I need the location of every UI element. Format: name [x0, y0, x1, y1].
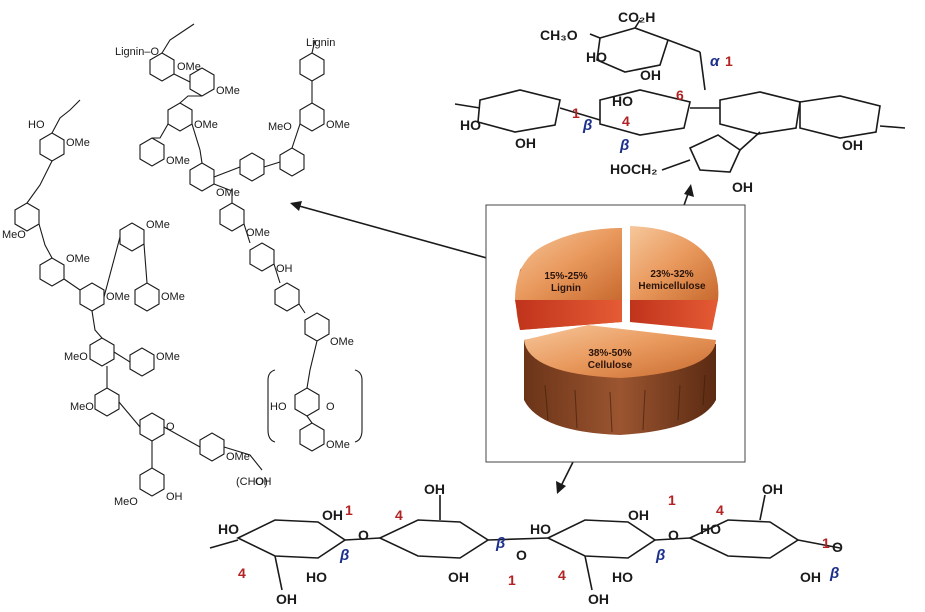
- ho-label: HO: [530, 521, 551, 537]
- ome-label: OMe: [330, 336, 354, 348]
- lignin-ref-label: Lignin: [306, 37, 335, 49]
- hemicellulose-percent: 23%-32%: [650, 269, 693, 280]
- oh-label: OH: [322, 507, 343, 523]
- position-number: 1: [822, 535, 830, 551]
- beta-label: β: [339, 547, 349, 564]
- ho-label: HO: [306, 569, 327, 585]
- pie-chart: 15%-25% Lignin 23%-32% Hemicellulose 38%…: [515, 226, 719, 435]
- position-number: 1: [508, 572, 516, 588]
- oh-label: OH: [628, 507, 649, 523]
- hoch2-label: HOCH₂: [610, 161, 657, 177]
- position-number: 4: [238, 565, 246, 581]
- ch3o-label: CH₃O: [540, 27, 578, 43]
- pie-slice-cellulose: [524, 325, 716, 435]
- o-label: O: [832, 539, 843, 555]
- o-label: O: [326, 401, 335, 413]
- position-number: 6: [676, 87, 684, 103]
- oh-label: OH: [515, 135, 536, 151]
- oh-label: OH: [762, 481, 783, 497]
- ho-label: HO: [700, 521, 721, 537]
- ome-label: OMe: [66, 253, 90, 265]
- meo-label: MeO: [64, 351, 88, 363]
- ome-label: OMe: [216, 187, 240, 199]
- o-label: O: [166, 421, 175, 433]
- position-number: 1: [725, 53, 733, 69]
- lignin-name: Lignin: [551, 283, 581, 294]
- cho-label: (CHO): [236, 476, 268, 488]
- beta-label: β: [829, 565, 839, 582]
- ome-label: OMe: [194, 119, 218, 131]
- ho-label: HO: [612, 569, 633, 585]
- ho-label: HO: [586, 49, 607, 65]
- oh-label: OH: [448, 569, 469, 585]
- position-number: 4: [622, 113, 630, 129]
- o-label: O: [358, 527, 369, 543]
- oh-label: OH: [276, 591, 297, 607]
- pie-slice-hemicellulose: [630, 226, 719, 330]
- oh-label: OH: [424, 481, 445, 497]
- ome-label: OMe: [326, 439, 350, 451]
- meo-label: MeO: [2, 229, 26, 241]
- position-number: 4: [395, 507, 403, 523]
- ome-label: OMe: [216, 85, 240, 97]
- beta-label: β: [619, 137, 629, 154]
- ho-label: HO: [270, 401, 287, 413]
- position-number: 4: [558, 567, 566, 583]
- ome-label: OMe: [226, 451, 250, 463]
- ho-label: HO: [218, 521, 239, 537]
- ome-label: OMe: [66, 137, 90, 149]
- cellulose-structure: HO OH HO OH OH OH HO OH HO OH OH HO OH O…: [209, 481, 843, 607]
- hemicellulose-name: Hemicellulose: [638, 281, 706, 292]
- beta-label: β: [655, 547, 665, 564]
- cellulose-name: Cellulose: [588, 360, 633, 371]
- ho-label: HO: [28, 119, 45, 131]
- ome-label: OMe: [146, 219, 170, 231]
- cellulose-percent: 38%-50%: [588, 348, 631, 359]
- oh-label: OH: [842, 137, 863, 153]
- lignin-structure: Lignin–O Lignin OMe OMe OMe OMe OMe MeO …: [2, 23, 363, 508]
- position-number: 1: [572, 105, 580, 121]
- meo-label: MeO: [70, 401, 94, 413]
- meo-label: MeO: [114, 496, 138, 508]
- oh-label: OH: [640, 67, 661, 83]
- ome-label: OMe: [326, 119, 350, 131]
- co2h-label: CO₂H: [618, 9, 655, 25]
- ome-label: OMe: [177, 61, 201, 73]
- oh-label: OH: [732, 179, 753, 195]
- position-number: 4: [716, 502, 724, 518]
- arrow-to-lignin: [291, 203, 513, 266]
- oh-label: OH: [800, 569, 821, 585]
- alpha-label: α: [710, 53, 720, 70]
- pie-slice-lignin: [515, 228, 622, 330]
- o-label: O: [668, 527, 679, 543]
- oh-label: OH: [588, 591, 609, 607]
- o-label: O: [516, 547, 527, 563]
- oh-label: OH: [166, 491, 183, 503]
- oh-label: OH: [276, 263, 293, 275]
- ome-label: OMe: [246, 227, 270, 239]
- lignin-percent: 15%-25%: [544, 271, 587, 282]
- position-number: 1: [668, 492, 676, 508]
- beta-label: β: [495, 535, 505, 552]
- oh-label: OH: [255, 476, 272, 488]
- ome-label: OMe: [166, 155, 190, 167]
- ome-label: OMe: [161, 291, 185, 303]
- position-number: 1: [345, 502, 353, 518]
- hemicellulose-structure: CO₂H CH₃O HO OH HO OH HO OH OH HOCH₂ β α…: [454, 9, 906, 195]
- lignin-link-label: Lignin–O: [115, 46, 159, 58]
- meo-label: MeO: [268, 121, 292, 133]
- ho-label: HO: [612, 93, 633, 109]
- beta-label: β: [582, 117, 592, 134]
- ome-label: OMe: [156, 351, 180, 363]
- ho-label: HO: [460, 117, 481, 133]
- ome-label: OMe: [106, 291, 130, 303]
